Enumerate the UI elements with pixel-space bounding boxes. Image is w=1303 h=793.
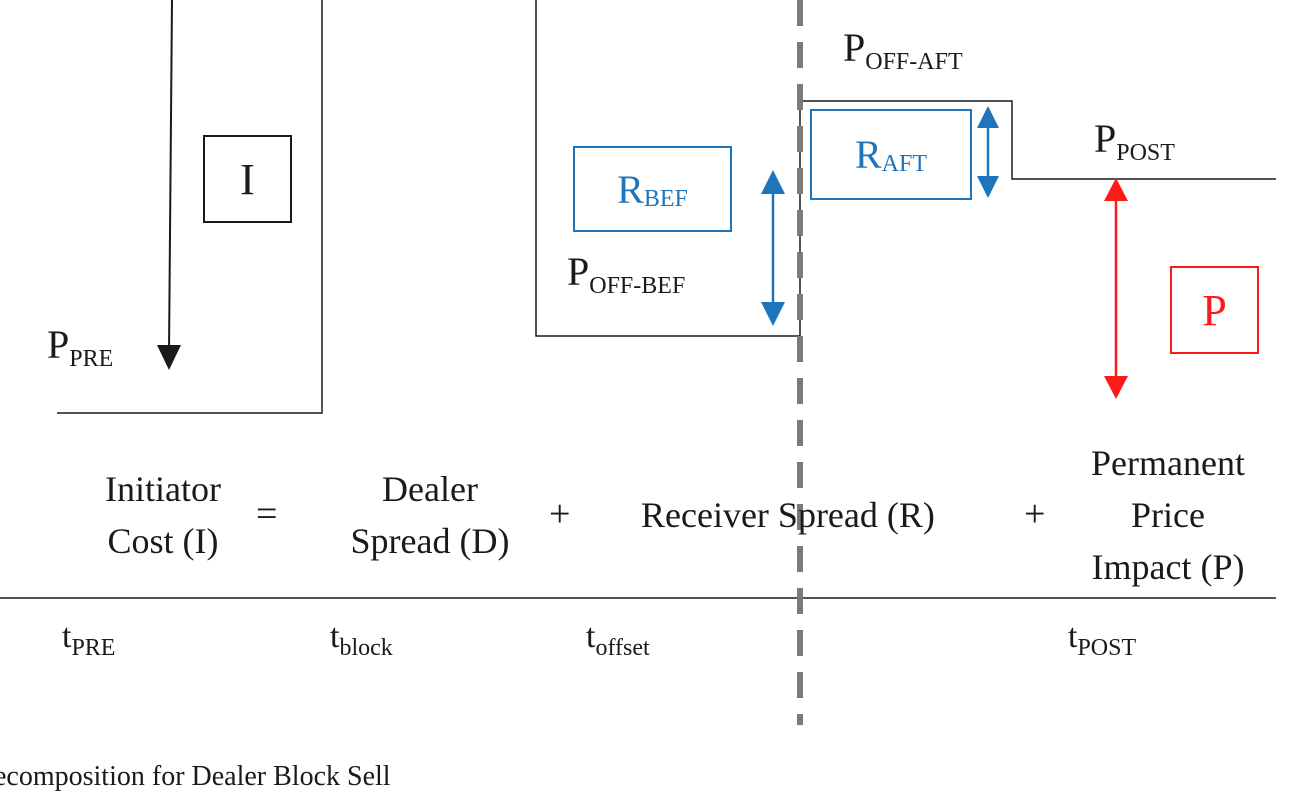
time-label-post: tPOST bbox=[1068, 618, 1137, 661]
eq-dealer-spread: Dealer Spread (D) bbox=[350, 469, 510, 562]
eq-equals: = bbox=[256, 493, 278, 535]
eq-plus-1: + bbox=[549, 493, 571, 535]
box-initiator-cost: I bbox=[203, 135, 292, 223]
label-p-off-bef: POFF-BEF bbox=[567, 249, 686, 299]
eq-receiver-spread: Receiver Spread (R) bbox=[641, 495, 935, 535]
label-p-off-aft: POFF-AFT bbox=[843, 25, 963, 75]
time-label-offset: toffset bbox=[586, 618, 650, 661]
r-aft-arrow-head-bottom bbox=[977, 176, 999, 198]
label-p-pre: PPRE bbox=[47, 322, 114, 372]
eq-initiator-cost: Initiator Cost (I) bbox=[105, 469, 221, 562]
p-arrow-head-top bbox=[1104, 178, 1128, 201]
eq-permanent-impact: Permanent Price Impact (P) bbox=[1091, 443, 1245, 588]
p-arrow-head-bottom bbox=[1104, 376, 1128, 399]
eq-plus-2: + bbox=[1024, 493, 1046, 535]
label-p-post: PPOST bbox=[1094, 116, 1175, 166]
pre-arrow-head bbox=[157, 345, 181, 370]
off-bef-price-path bbox=[535, 0, 800, 337]
pre-arrow-shaft bbox=[168, 0, 173, 353]
figure-caption: ecomposition for Dealer Block Sell bbox=[0, 761, 391, 792]
r-aft-arrow-head-top bbox=[977, 106, 999, 128]
r-bef-arrow-head-top bbox=[761, 170, 785, 194]
box-permanent-impact: P bbox=[1170, 266, 1259, 354]
time-label-pre: tPRE bbox=[62, 618, 116, 661]
time-label-block: tblock bbox=[330, 618, 393, 661]
r-bef-arrow-head-bottom bbox=[761, 302, 785, 326]
pre-price-path bbox=[57, 0, 323, 414]
